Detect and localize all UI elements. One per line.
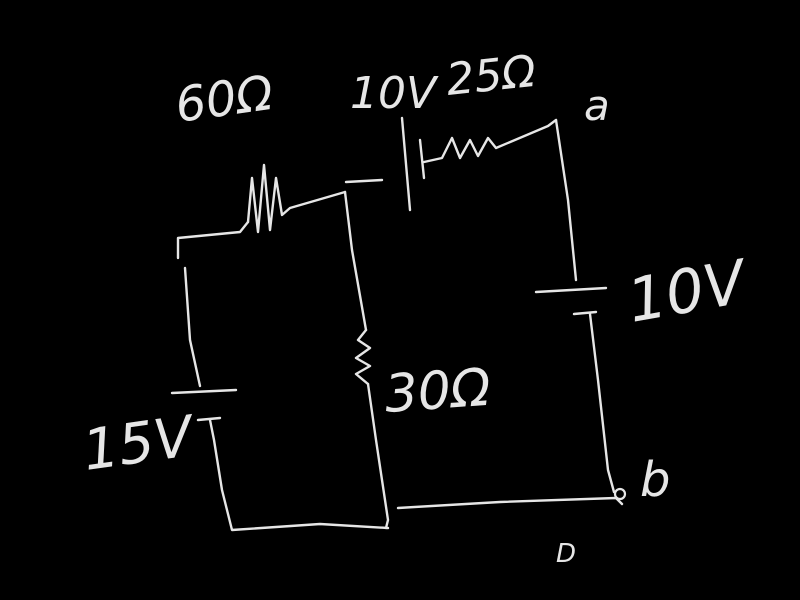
resistor-60-ohm [246,163,347,234]
node-b-terminal [613,487,627,501]
wire-top-middle-dash [344,178,384,184]
label-v10-right: 10V [622,247,754,337]
battery-10v-top-plate-2 [418,138,426,180]
label-node-b: b [640,452,670,508]
wire-top-left [176,220,250,260]
wire-middle-vertical-upper [343,190,368,332]
battery-15v-long-plate [170,388,238,395]
label-v15: 15V [79,404,200,484]
label-r25: 25Ω [444,46,539,106]
label-node-a: a [584,81,610,130]
battery-10v-right-long-plate [534,286,608,294]
battery-15v-short-plate [196,416,222,422]
label-r30: 30Ω [383,358,493,425]
resistor-30-ohm [354,328,372,386]
wire-left-vertical-upper [183,266,202,388]
wire-middle-vertical-lower [366,382,390,530]
wire-bottom-right [396,496,624,510]
label-bottom-mark: D [556,539,576,569]
resistor-25-ohm [422,118,558,164]
wire-right-vertical-lower [588,312,616,494]
label-v10-top: 10V [350,68,439,119]
label-r60: 60Ω [172,65,277,134]
battery-10v-top-plate-1 [400,116,412,212]
battery-10v-right-short-plate [572,310,598,316]
wire-right-vertical-upper [554,118,578,282]
wire-left-vertical-lower [208,418,390,532]
